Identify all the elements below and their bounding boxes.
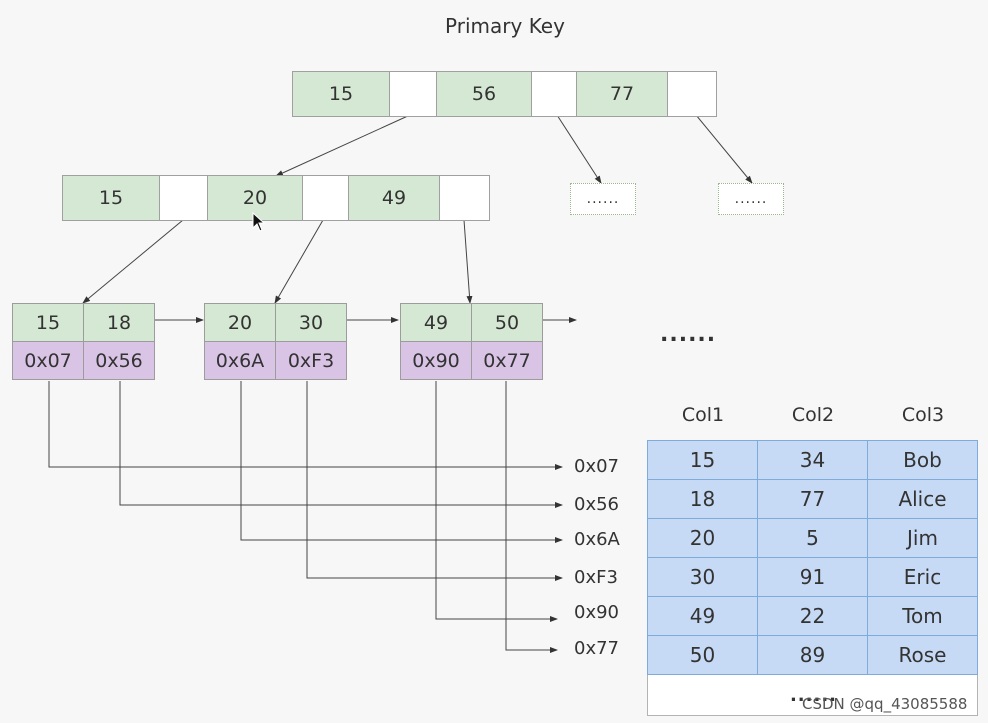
address-line-0xF3 <box>306 381 563 581</box>
table-cell: 30 <box>647 557 758 597</box>
root-key-3: 77 <box>576 71 668 117</box>
internal-to-leaf-2-arrow <box>274 219 324 304</box>
root-key-2: 56 <box>436 71 532 117</box>
internal-to-leaf-3-arrow <box>463 219 473 304</box>
table-row: 20 5 Jim <box>647 518 978 558</box>
leaf-node-1: 15 18 0x07 0x56 <box>12 303 155 380</box>
column-header-col2: Col2 <box>791 404 835 426</box>
internal-key-3: 49 <box>348 175 440 221</box>
table-cell: 22 <box>757 596 868 636</box>
address-target-1: 0x07 <box>574 456 620 477</box>
table-cell: 49 <box>647 596 758 636</box>
placeholder-node-1: ...... <box>570 183 636 215</box>
watermark: CSDN @qq_43085588 <box>802 695 968 713</box>
leaf-3-key-1: 49 <box>400 303 472 342</box>
placeholder-node-2: ...... <box>718 183 784 215</box>
table-cell: 77 <box>757 479 868 519</box>
address-target-6: 0x77 <box>574 638 620 659</box>
table-cell: 20 <box>647 518 758 558</box>
leaf-3-key-2: 50 <box>471 303 543 342</box>
table-cell: 5 <box>757 518 868 558</box>
internal-pointer-1 <box>159 175 208 221</box>
leaf-1-key-2: 18 <box>83 303 155 342</box>
internal-key-1: 15 <box>62 175 160 221</box>
table-cell: Tom <box>867 596 978 636</box>
internal-pointer-3 <box>439 175 490 221</box>
leaf-ellipsis: ...... <box>660 322 717 347</box>
table-more-ellipsis: ...... <box>647 674 978 716</box>
table-cell: Bob <box>867 440 978 480</box>
internal-to-leaf-1-arrow <box>82 219 184 304</box>
column-header-col1: Col1 <box>681 404 725 426</box>
address-target-3: 0x6A <box>574 529 620 550</box>
table-row: 30 91 Eric <box>647 557 978 597</box>
address-line-0x6A <box>240 381 563 543</box>
address-line-0x77 <box>505 381 558 653</box>
diagram-title: Primary Key <box>445 14 565 38</box>
leaf-3-address-1: 0x90 <box>400 341 472 380</box>
root-to-placeholder-2-arrow <box>695 114 753 184</box>
leaf-3-address-2: 0x77 <box>471 341 543 380</box>
root-pointer-2 <box>531 71 577 117</box>
leaf-1-key-1: 15 <box>12 303 84 342</box>
address-target-5: 0x90 <box>574 602 620 623</box>
table-cell: 50 <box>647 635 758 675</box>
leaf-node-3: 49 50 0x90 0x77 <box>400 303 543 380</box>
table-cell: 89 <box>757 635 868 675</box>
address-target-4: 0xF3 <box>574 567 618 588</box>
column-header-col3: Col3 <box>901 404 945 426</box>
table-header: Col1 Col2 Col3 <box>648 404 978 426</box>
table-cell: Rose <box>867 635 978 675</box>
table-more-row: ...... <box>647 674 978 716</box>
leaf-1-address-1: 0x07 <box>12 341 84 380</box>
leaf-2-key-2: 30 <box>275 303 347 342</box>
leaf-2-key-1: 20 <box>204 303 276 342</box>
table-cell: Jim <box>867 518 978 558</box>
root-node: 15 56 77 <box>292 71 717 117</box>
root-pointer-3 <box>667 71 717 117</box>
address-line-0x90 <box>435 381 558 622</box>
table-cell: Alice <box>867 479 978 519</box>
table-cell: 34 <box>757 440 868 480</box>
address-line-0x07 <box>48 381 563 470</box>
row-table: 15 34 Bob 18 77 Alice 20 5 Jim 30 91 Eri… <box>647 440 978 716</box>
root-to-internal-arrow <box>275 114 411 177</box>
table-row: 15 34 Bob <box>647 440 978 480</box>
table-row: 18 77 Alice <box>647 479 978 519</box>
leaf-node-2: 20 30 0x6A 0xF3 <box>204 303 347 380</box>
table-cell: Eric <box>867 557 978 597</box>
leaf-1-address-2: 0x56 <box>83 341 155 380</box>
address-line-0x56 <box>119 381 563 508</box>
table-cell: 18 <box>647 479 758 519</box>
leaf-2-address-1: 0x6A <box>204 341 276 380</box>
leaf-2-address-2: 0xF3 <box>275 341 347 380</box>
address-target-2: 0x56 <box>574 494 620 515</box>
table-cell: 15 <box>647 440 758 480</box>
root-key-1: 15 <box>292 71 390 117</box>
table-row: 49 22 Tom <box>647 596 978 636</box>
internal-pointer-2 <box>302 175 349 221</box>
root-to-placeholder-1-arrow <box>556 114 602 184</box>
table-cell: 91 <box>757 557 868 597</box>
root-pointer-1 <box>389 71 437 117</box>
mouse-cursor-icon <box>252 212 266 232</box>
table-row: 50 89 Rose <box>647 635 978 675</box>
internal-node: 15 20 49 <box>62 175 490 221</box>
